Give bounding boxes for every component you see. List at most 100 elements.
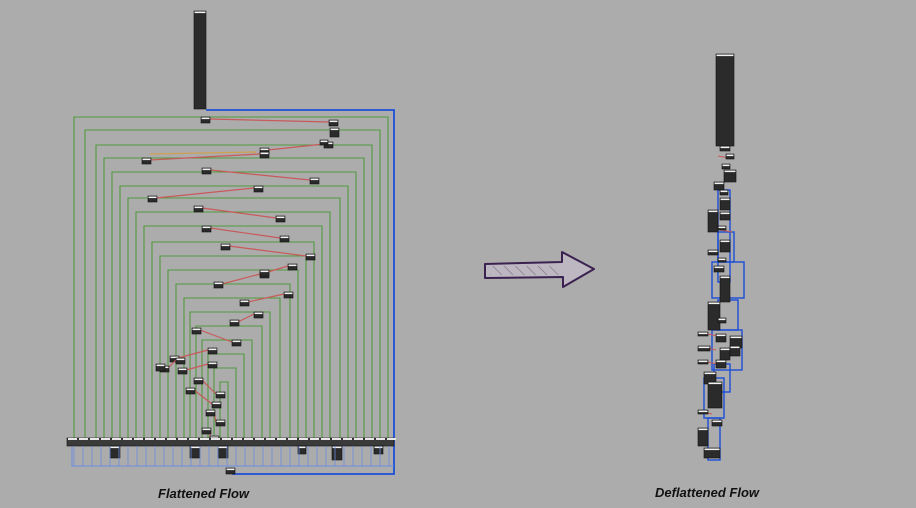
bus-port (68, 438, 77, 440)
flow-node (703, 447, 721, 459)
node-title-strip (216, 392, 225, 395)
bus-port (101, 438, 110, 440)
flow-node (229, 319, 240, 327)
green-wire (84, 129, 381, 440)
flow-node (259, 151, 270, 159)
red-wire (193, 389, 213, 405)
node-title-strip (722, 164, 730, 167)
node-title-strip (708, 302, 720, 305)
node-title-strip (698, 428, 708, 431)
node-title-strip (329, 120, 338, 123)
flow-node (305, 253, 316, 261)
red-wire (209, 169, 311, 181)
flow-node (211, 401, 222, 409)
node-body (707, 301, 721, 331)
red-wire (201, 379, 217, 395)
node-title-strip (720, 348, 730, 351)
node-body (331, 445, 343, 461)
bus-port (387, 438, 396, 440)
flow-node (373, 445, 384, 455)
node-body (707, 209, 719, 233)
node-body (729, 345, 741, 357)
green-wire (183, 297, 281, 440)
node-body (309, 177, 320, 185)
node-title-strip (716, 334, 726, 337)
green-wire (103, 157, 365, 440)
node-title-strip (170, 356, 179, 359)
red-wire (199, 329, 233, 343)
input-node (193, 10, 207, 110)
node-title-strip (280, 236, 289, 239)
node-body (707, 249, 719, 256)
orange-wire (149, 151, 257, 155)
node-title-strip (330, 128, 339, 131)
node-body (207, 361, 218, 369)
node-title-strip (232, 340, 241, 343)
node-body (719, 211, 731, 221)
node-body (283, 291, 294, 299)
flow-node (213, 281, 224, 289)
bus-port (277, 438, 286, 440)
bus-port (365, 438, 374, 440)
node-body (329, 127, 340, 138)
node-title-strip (210, 436, 219, 439)
node-title-strip (254, 312, 263, 315)
node-title-strip (726, 154, 734, 157)
flow-node (697, 359, 709, 365)
node-title-strip (202, 168, 211, 171)
node-title-strip (186, 388, 195, 391)
node-title-strip (716, 360, 726, 363)
node-body (297, 445, 307, 455)
node-title-strip (720, 276, 730, 279)
node-title-strip (720, 240, 730, 243)
flow-node (279, 235, 290, 243)
flow-node (719, 145, 731, 152)
flow-node (725, 153, 735, 160)
node-title-strip (698, 360, 708, 363)
flow-node (319, 139, 329, 146)
node-title-strip (716, 54, 734, 57)
bus-port (255, 438, 264, 440)
node-body (275, 215, 286, 223)
green-wire (175, 283, 291, 440)
green-wire (151, 241, 315, 440)
blue-wire (206, 109, 395, 475)
flow-node (275, 215, 286, 223)
bus-port (178, 438, 187, 440)
deflattened-flow-caption: Deflattened Flow (655, 485, 760, 500)
flow-node (721, 163, 731, 170)
flow-node (200, 116, 211, 124)
node-body (193, 377, 204, 385)
node-title-strip (718, 318, 726, 321)
flow-node (713, 181, 725, 191)
node-title-strip (720, 212, 730, 215)
flow-node (729, 345, 741, 357)
node-body (305, 253, 316, 261)
node-title-strip (276, 216, 285, 219)
node-body (319, 139, 329, 146)
flattened-flow-graph (66, 10, 396, 475)
node-title-strip (230, 320, 239, 323)
bus-port (343, 438, 352, 440)
flattened-flow-caption: Flattened Flow (158, 486, 249, 501)
flow-node (719, 189, 729, 196)
node-body (193, 205, 204, 213)
node-body (725, 153, 735, 160)
node-body (707, 381, 723, 409)
node-title-strip (708, 382, 722, 385)
node-title-strip (698, 410, 708, 413)
node-title-strip (714, 182, 724, 185)
red-wire (247, 293, 285, 303)
bus-port (354, 438, 363, 440)
bus-port (145, 438, 154, 440)
flow-node (239, 299, 250, 307)
node-body (177, 367, 188, 375)
node-title-strip (260, 148, 269, 151)
node-body (259, 151, 270, 159)
node-title-strip (194, 378, 203, 381)
flow-node (231, 339, 242, 347)
node-body (719, 197, 731, 211)
node-body (713, 181, 725, 191)
node-body (719, 275, 731, 303)
node-title-strip (212, 402, 221, 405)
